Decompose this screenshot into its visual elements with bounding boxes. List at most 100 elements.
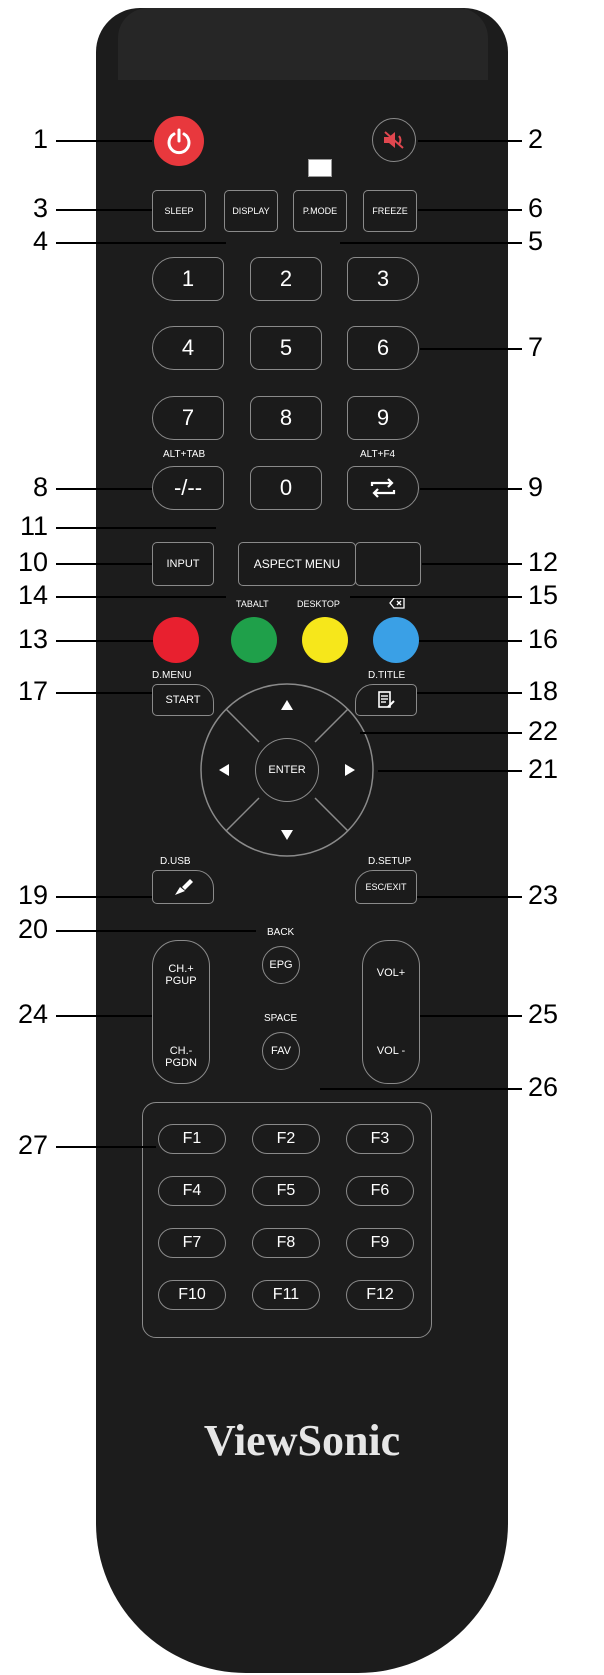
callout-line-1 bbox=[56, 140, 152, 142]
callout-line-3 bbox=[56, 209, 152, 211]
digit-3-button[interactable]: 3 bbox=[347, 257, 419, 301]
digit-0-button[interactable]: 0 bbox=[250, 466, 322, 510]
f10-key[interactable]: F10 bbox=[158, 1280, 226, 1310]
channel-down-group[interactable]: CH.- PGDN bbox=[165, 1045, 197, 1069]
callout-16: 16 bbox=[528, 624, 559, 654]
usb-button[interactable] bbox=[152, 870, 214, 904]
f12-key[interactable]: F12 bbox=[346, 1280, 414, 1310]
callout-23: 23 bbox=[528, 880, 559, 910]
fav-button[interactable]: FAV bbox=[262, 1032, 300, 1070]
desktop-label: DESKTOP bbox=[297, 599, 340, 609]
alt-f4-label: ALT+F4 bbox=[360, 449, 396, 460]
callout-line-17 bbox=[56, 692, 152, 694]
f2-key[interactable]: F2 bbox=[252, 1124, 320, 1154]
ir-window bbox=[118, 8, 488, 80]
callout-line-13 bbox=[56, 640, 153, 642]
right-arrow-icon[interactable] bbox=[345, 764, 355, 776]
f11-key[interactable]: F11 bbox=[252, 1280, 320, 1310]
callout-line-6 bbox=[418, 209, 522, 211]
f9-key[interactable]: F9 bbox=[346, 1228, 414, 1258]
volume-rocker[interactable]: VOL+ VOL - bbox=[362, 940, 420, 1084]
callout-3: 3 bbox=[32, 193, 48, 223]
callout-line-25 bbox=[420, 1015, 522, 1017]
callout-line-11 bbox=[56, 527, 216, 529]
digit-7-button[interactable]: 7 bbox=[152, 396, 224, 440]
channel-rocker[interactable]: CH.+ PGUP CH.- PGDN bbox=[152, 940, 210, 1084]
callout-line-7 bbox=[420, 348, 522, 350]
callout-15: 15 bbox=[528, 580, 559, 610]
epg-button[interactable]: EPG bbox=[262, 946, 300, 984]
aspect-menu-button[interactable]: ASPECT MENU bbox=[238, 542, 356, 586]
green-button[interactable] bbox=[231, 617, 277, 663]
freeze-button[interactable]: FREEZE bbox=[363, 190, 417, 232]
ch-down-text: CH.- bbox=[169, 1045, 193, 1057]
digit-8-button[interactable]: 8 bbox=[250, 396, 322, 440]
callout-line-8 bbox=[56, 488, 152, 490]
callout-21: 21 bbox=[528, 754, 559, 784]
dash-button[interactable]: -/-- bbox=[152, 466, 224, 510]
callout-line-22 bbox=[360, 732, 522, 734]
up-arrow-icon[interactable] bbox=[281, 700, 293, 710]
dtitle-button[interactable] bbox=[355, 684, 417, 716]
digit-1-button[interactable]: 1 bbox=[152, 257, 224, 301]
callout-12: 12 bbox=[528, 547, 559, 577]
f4-key[interactable]: F4 bbox=[158, 1176, 226, 1206]
callout-10: 10 bbox=[17, 547, 48, 577]
backspace-icon bbox=[389, 597, 405, 609]
callout-1: 1 bbox=[32, 124, 48, 154]
blank-button[interactable] bbox=[355, 542, 421, 586]
vol-down-text[interactable]: VOL - bbox=[376, 1045, 406, 1057]
display-button[interactable]: DISPLAY bbox=[224, 190, 278, 232]
mute-button[interactable] bbox=[372, 118, 416, 162]
f3-key[interactable]: F3 bbox=[346, 1124, 414, 1154]
blue-button[interactable] bbox=[373, 617, 419, 663]
f6-key[interactable]: F6 bbox=[346, 1176, 414, 1206]
left-arrow-icon[interactable] bbox=[219, 764, 229, 776]
callout-line-23 bbox=[417, 896, 522, 898]
callout-line-18 bbox=[417, 692, 522, 694]
callout-5: 5 bbox=[528, 226, 544, 256]
callout-line-16 bbox=[419, 640, 522, 642]
red-button[interactable] bbox=[153, 617, 199, 663]
input-button[interactable]: INPUT bbox=[152, 542, 214, 586]
vol-up-text[interactable]: VOL+ bbox=[376, 967, 406, 979]
down-arrow-icon[interactable] bbox=[281, 830, 293, 840]
channel-up-group[interactable]: CH.+ PGUP bbox=[165, 963, 196, 987]
loop-arrows-icon bbox=[370, 478, 396, 498]
back-label: BACK bbox=[267, 927, 295, 938]
f1-key[interactable]: F1 bbox=[158, 1124, 226, 1154]
sleep-button[interactable]: SLEEP bbox=[152, 190, 206, 232]
callout-line-5 bbox=[340, 242, 522, 244]
digit-4-button[interactable]: 4 bbox=[152, 326, 224, 370]
digit-9-button[interactable]: 9 bbox=[347, 396, 419, 440]
callout-27: 27 bbox=[17, 1130, 48, 1160]
callout-line-9 bbox=[420, 488, 522, 490]
recall-button[interactable] bbox=[347, 466, 419, 510]
yellow-button[interactable] bbox=[302, 617, 348, 663]
dusb-label: D.USB bbox=[160, 856, 191, 867]
digit-5-button[interactable]: 5 bbox=[250, 326, 322, 370]
callout-line-20 bbox=[56, 930, 256, 932]
callout-line-4 bbox=[56, 242, 226, 244]
digit-6-button[interactable]: 6 bbox=[347, 326, 419, 370]
alt-tab-label: ALT+TAB bbox=[163, 449, 206, 460]
start-button[interactable]: START bbox=[152, 684, 214, 716]
function-key-panel bbox=[142, 1102, 432, 1338]
mute-icon bbox=[384, 131, 404, 149]
callout-7: 7 bbox=[528, 332, 544, 362]
callout-line-27 bbox=[56, 1146, 156, 1148]
f7-key[interactable]: F7 bbox=[158, 1228, 226, 1258]
enter-button[interactable]: ENTER bbox=[255, 738, 319, 802]
callout-18: 18 bbox=[528, 676, 559, 706]
callout-line-12 bbox=[422, 563, 522, 565]
callout-line-19 bbox=[56, 896, 152, 898]
power-button[interactable] bbox=[154, 116, 204, 166]
esc-exit-button[interactable]: ESC/EXIT bbox=[355, 870, 417, 904]
f5-key[interactable]: F5 bbox=[252, 1176, 320, 1206]
f8-key[interactable]: F8 bbox=[252, 1228, 320, 1258]
pmode-button[interactable]: P.MODE bbox=[293, 190, 347, 232]
digit-2-button[interactable]: 2 bbox=[250, 257, 322, 301]
dsetup-label: D.SETUP bbox=[368, 856, 412, 867]
callout-2: 2 bbox=[528, 124, 544, 154]
callout-17: 17 bbox=[17, 676, 48, 706]
